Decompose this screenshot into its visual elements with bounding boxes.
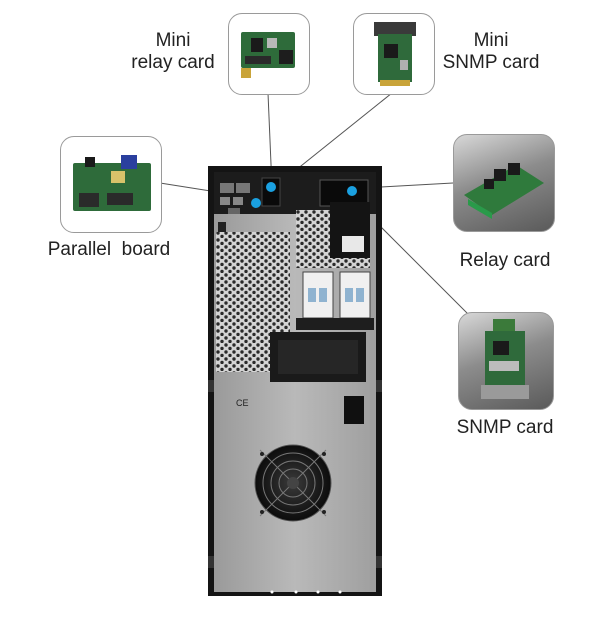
mini-relay-card-thumbnail: [228, 13, 310, 95]
relay-card-label: Relay card: [459, 250, 551, 271]
snmp-card-thumbnail: [458, 312, 554, 410]
mini-snmp-card-label-line2: SNMP card: [442, 52, 540, 73]
mini-relay-card-label-line1: Mini: [155, 30, 191, 51]
ce-mark: CE: [236, 398, 249, 408]
parallel-board-label: Parallel board: [47, 239, 171, 260]
mini-slot-marker-icon: [266, 182, 276, 192]
parallel-board-thumbnail: [60, 136, 162, 233]
snmp-card-label: SNMP card: [456, 417, 554, 438]
intelligent-slot-marker-icon: [347, 186, 357, 196]
mini-snmp-card-label: Mini SNMP card: [436, 30, 546, 74]
mini-relay-card-label: Mini relay card: [118, 30, 228, 74]
mini-relay-card-label-line2: relay card: [131, 52, 215, 73]
mini-snmp-card-label-line1: Mini: [473, 30, 509, 51]
mini-snmp-card-thumbnail: [353, 13, 435, 95]
leader-line-snmp: [371, 217, 473, 319]
relay-card-thumbnail: [453, 134, 555, 232]
mini-slot-marker-icon: [251, 198, 261, 208]
intelligent-slot: [319, 179, 369, 207]
breaker: [339, 271, 371, 319]
breaker: [302, 271, 334, 319]
